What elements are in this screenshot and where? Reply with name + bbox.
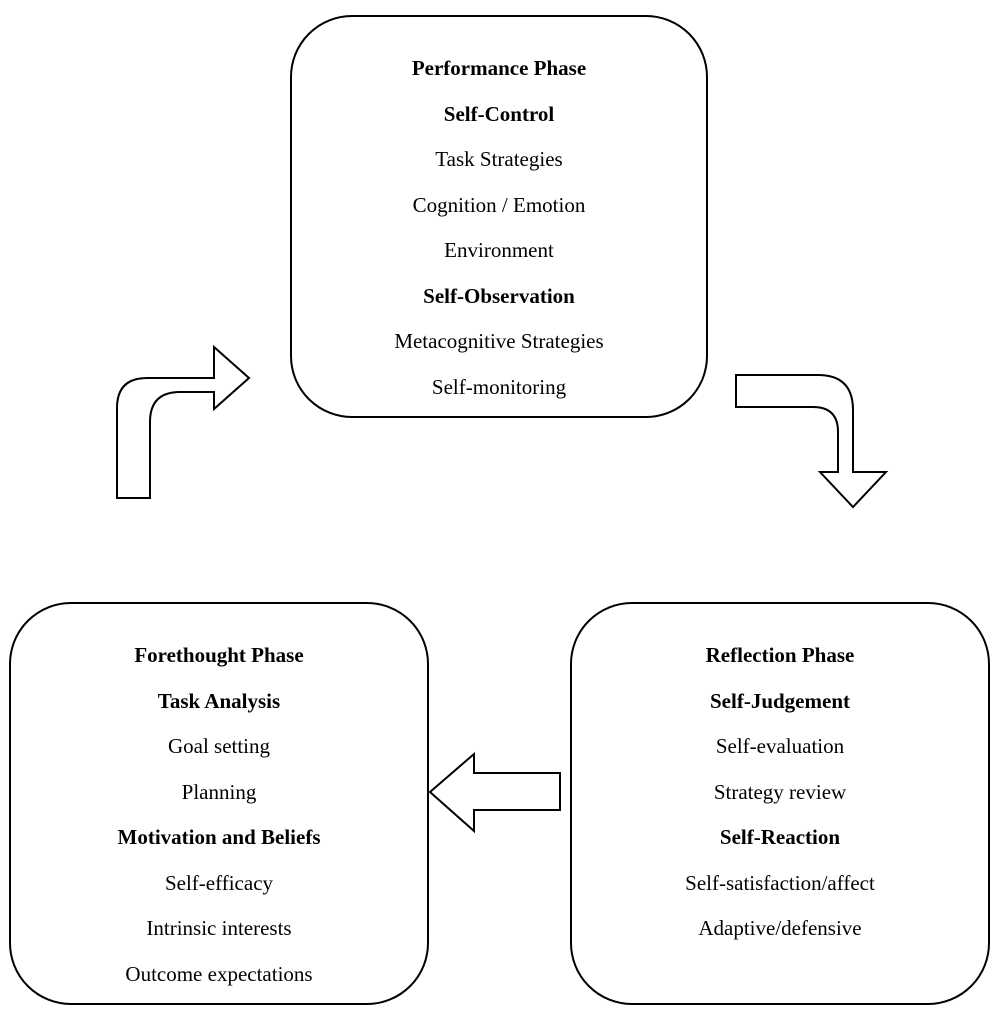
reflection-item: Self-satisfaction/affect xyxy=(685,870,875,895)
reflection-phase-content: Reflection Phase Self-Judgement Self-eva… xyxy=(572,633,988,952)
performance-item: Self-monitoring xyxy=(431,374,567,399)
reflection-item: Self-evaluation xyxy=(715,734,845,758)
performance-phase-content: Performance Phase Self-Control Task Stra… xyxy=(292,46,706,410)
reflection-phase-box: Reflection Phase Self-Judgement Self-eva… xyxy=(570,602,990,1005)
reflection-item: Adaptive/defensive xyxy=(698,916,862,940)
performance-item: Self-Observation xyxy=(423,283,575,308)
performance-item: Metacognitive Strategies xyxy=(394,329,604,353)
reflection-item: Self-Reaction xyxy=(719,825,841,849)
forethought-item: Planning xyxy=(181,779,257,804)
forethought-item: Intrinsic interests xyxy=(146,916,292,940)
forethought-item: Outcome expectations xyxy=(125,961,313,986)
forethought-item: Goal setting xyxy=(167,734,271,758)
curved-arrow-up-right-icon xyxy=(116,344,251,499)
performance-item: Task Strategies xyxy=(435,147,563,171)
performance-phase-title: Performance Phase xyxy=(411,56,587,80)
forethought-phase-title: Forethought Phase xyxy=(134,643,304,667)
performance-item: Cognition / Emotion xyxy=(412,192,586,217)
forethought-phase-content: Forethought Phase Task Analysis Goal set… xyxy=(11,633,427,997)
arrow-left-icon xyxy=(428,751,561,834)
forethought-item: Self-efficacy xyxy=(164,870,274,895)
reflection-item: Strategy review xyxy=(713,779,847,804)
forethought-item: Motivation and Beliefs xyxy=(117,825,321,849)
performance-item: Self-Control xyxy=(443,101,555,126)
curved-arrow-right-down-icon xyxy=(735,374,889,509)
performance-phase-box: Performance Phase Self-Control Task Stra… xyxy=(290,15,708,418)
forethought-phase-box: Forethought Phase Task Analysis Goal set… xyxy=(9,602,429,1005)
forethought-item: Task Analysis xyxy=(157,688,281,713)
performance-item: Environment xyxy=(444,238,554,262)
reflection-item: Self-Judgement xyxy=(710,688,850,713)
reflection-phase-title: Reflection Phase xyxy=(705,643,855,667)
